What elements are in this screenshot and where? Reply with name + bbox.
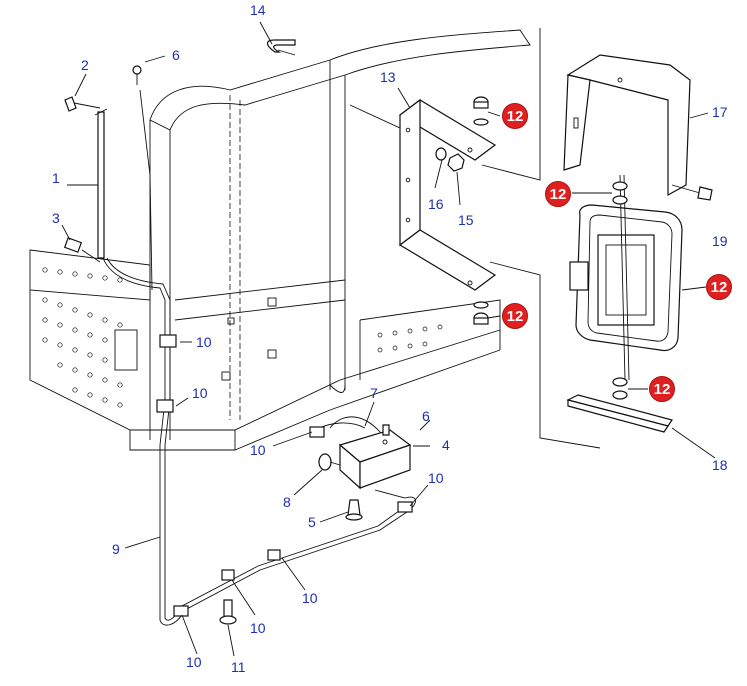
callout-10-d: 10 <box>428 470 444 486</box>
part-12-nut-set-bottom <box>473 301 489 325</box>
callout-14: 14 <box>250 2 266 18</box>
callout-4: 4 <box>442 437 450 453</box>
part-18-plate <box>566 394 673 433</box>
part-8-grommet <box>318 453 341 471</box>
part-16-washer <box>435 147 447 161</box>
badge-12-top-bracket: 12 <box>502 103 528 129</box>
part-12-nut-set-lamp-top <box>612 181 628 205</box>
badge-12-top-bracket-label: 12 <box>507 108 524 125</box>
badge-12-lamp-side-label: 12 <box>711 279 728 296</box>
callout-labels: 1 2 3 4 5 6 6 7 8 9 10 10 10 10 10 10 10… <box>52 2 728 675</box>
part-13-bracket <box>398 98 497 291</box>
deck-perforations <box>42 267 443 408</box>
callout-5: 5 <box>308 514 316 530</box>
part-3-connector <box>63 237 101 263</box>
badge-12-lamp-bottom-label: 12 <box>654 381 671 398</box>
badge-12-lamp-side: 12 <box>706 274 732 300</box>
callout-11: 11 <box>231 659 246 675</box>
work-light <box>569 174 683 381</box>
callout-2: 2 <box>81 57 89 73</box>
callout-10-e: 10 <box>302 590 318 606</box>
callout-3: 3 <box>52 210 60 226</box>
callout-7: 7 <box>370 385 378 401</box>
part-6-screw-lower <box>382 424 390 436</box>
callout-19: 19 <box>712 233 728 249</box>
part-5-bolt <box>345 499 363 521</box>
part-6-nut-upper <box>132 65 142 85</box>
part-10-clamps <box>156 334 413 617</box>
part-15-nut <box>447 153 465 172</box>
callout-8: 8 <box>283 494 291 510</box>
callout-10-f: 10 <box>250 620 266 636</box>
assembly-reference-lines <box>349 28 601 449</box>
part-4-box <box>338 429 412 490</box>
part-12-nut-set-lamp-bottom <box>612 377 628 400</box>
part-14-u-bolt <box>266 39 296 56</box>
callout-18: 18 <box>712 457 728 473</box>
part-17-cover <box>563 54 691 197</box>
callout-15: 15 <box>458 212 474 228</box>
part-2-bolt <box>64 96 101 112</box>
callout-9: 9 <box>112 541 120 557</box>
callout-16: 16 <box>428 196 444 212</box>
callout-6-upper: 6 <box>172 47 180 63</box>
callout-1: 1 <box>52 170 60 186</box>
badge-12-bottom-bracket-label: 12 <box>507 308 524 325</box>
callout-10-g: 10 <box>186 654 202 670</box>
machine-body <box>29 29 531 451</box>
callout-10-b: 10 <box>192 385 208 401</box>
callout-10-c: 10 <box>250 442 266 458</box>
part-19-bolt <box>671 184 713 201</box>
badge-12-lamp-bottom: 12 <box>649 376 675 402</box>
callout-10-a: 10 <box>196 334 212 350</box>
part-1-bracket <box>94 108 108 259</box>
callout-13: 13 <box>380 69 396 85</box>
badge-12-bottom-bracket: 12 <box>502 303 528 329</box>
badges-part-12: 12 12 12 12 12 <box>502 103 732 402</box>
callout-17: 17 <box>712 104 728 120</box>
part-11-bolt <box>219 599 237 625</box>
leader-lines <box>61 21 716 657</box>
badge-12-lamp-top: 12 <box>545 181 571 207</box>
badge-12-lamp-top-label: 12 <box>550 186 567 203</box>
callout-6-lower: 6 <box>422 408 430 424</box>
part-12-nut-set-top <box>473 96 489 126</box>
